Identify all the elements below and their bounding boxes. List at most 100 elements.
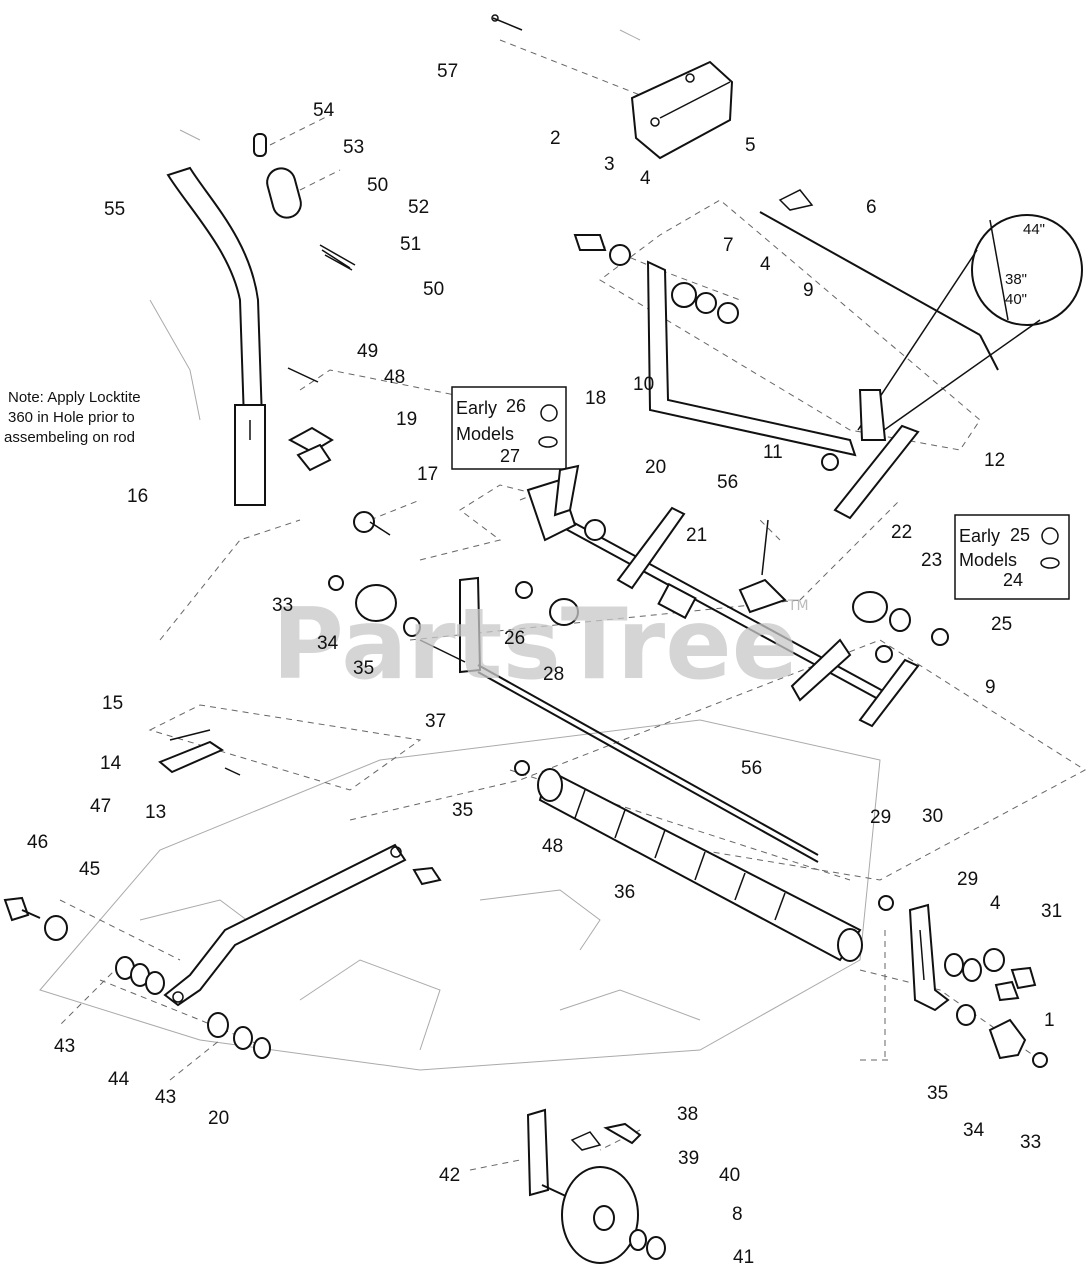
callout: 7 — [723, 235, 734, 256]
callout: 53 — [343, 137, 364, 158]
early-label-a: Early — [456, 398, 497, 418]
callout: 29 — [957, 869, 978, 890]
callout: 35 — [927, 1083, 948, 1104]
callout: 4 — [760, 254, 771, 275]
callout: 8 — [732, 1204, 743, 1225]
early-models-box-a: Early Models 26 27 — [451, 386, 567, 470]
box-b-num-top: 25 — [1010, 525, 1030, 545]
callout: 13 — [145, 802, 166, 823]
callout: 35 — [353, 658, 374, 679]
callout: 39 — [678, 1148, 699, 1169]
cotter-pin — [778, 189, 814, 211]
right-bracket-assembly — [878, 895, 1048, 1068]
callout: 56 — [717, 472, 738, 493]
detail-label-38: 38" — [1005, 271, 1027, 288]
watermark: PartsTree TM — [272, 588, 809, 702]
wheel-assembly — [526, 1108, 666, 1264]
callout: 25 — [991, 614, 1012, 635]
callout: 56 — [741, 758, 762, 779]
callout: 22 — [891, 522, 912, 543]
callout: 17 — [417, 464, 438, 485]
models-label-b: Models — [959, 550, 1017, 570]
bushings-right — [852, 591, 949, 663]
callout: 48 — [542, 836, 563, 857]
callout: 11 — [763, 442, 783, 463]
lower-shaft-assembly — [419, 576, 819, 863]
note-line-3: assembeling on rod — [4, 429, 135, 446]
callout: 42 — [439, 1165, 460, 1186]
callout: 19 — [396, 409, 417, 430]
box-a-num-bottom: 27 — [500, 446, 520, 466]
watermark-trademark: TM — [787, 598, 809, 614]
callout: 46 — [27, 832, 48, 853]
callout: 33 — [1020, 1132, 1041, 1153]
callout: 9 — [803, 280, 814, 301]
detail-label-44: 44" — [1023, 221, 1045, 238]
callout: 34 — [317, 633, 339, 654]
callout: 54 — [313, 100, 335, 121]
callout: 33 — [272, 595, 293, 616]
callout-numbers: 57 54 53 2 3 4 5 55 50 52 6 51 7 4 9 50 … — [27, 61, 1062, 1268]
detail-circle-labels: 44" 38" 40" — [1005, 221, 1045, 308]
callout: 37 — [425, 711, 446, 732]
mount-bracket-10 — [573, 234, 887, 457]
box-a-num-top: 26 — [506, 396, 526, 416]
callout: 51 — [400, 234, 421, 255]
callout: 38 — [677, 1104, 698, 1125]
callout: 45 — [79, 859, 100, 880]
small-parts-upper-left — [253, 133, 356, 472]
callout: 41 — [733, 1247, 754, 1268]
callout: 9 — [985, 677, 996, 698]
deck-ghost-outline — [39, 29, 881, 1071]
callout: 35 — [452, 800, 473, 821]
callout: 43 — [155, 1087, 176, 1108]
callout: 14 — [100, 753, 122, 774]
note-line-2: 360 in Hole prior to — [8, 409, 135, 426]
callout: 23 — [921, 550, 942, 571]
bushings-left — [328, 575, 579, 637]
callout: 44 — [108, 1069, 130, 1090]
note-line-1: Note: Apply Locktite — [8, 389, 141, 406]
callout: 26 — [504, 628, 525, 649]
callout: 31 — [1041, 901, 1062, 922]
washer-stack-left — [3, 896, 271, 1059]
locktite-note: Note: Apply Locktite 360 in Hole prior t… — [4, 389, 141, 446]
handle-part — [166, 166, 266, 506]
callout: 20 — [645, 457, 666, 478]
callout: 15 — [102, 693, 123, 714]
early-label-b: Early — [959, 526, 1000, 546]
callout: 1 — [1044, 1010, 1055, 1031]
callout: 29 — [870, 807, 891, 828]
callout: 21 — [686, 525, 707, 546]
rod-6 — [759, 211, 999, 371]
callout: 30 — [922, 806, 943, 827]
callout: 16 — [127, 486, 148, 507]
callout: 52 — [408, 197, 429, 218]
callout: 10 — [633, 374, 654, 395]
callout: 6 — [866, 197, 877, 218]
callout: 47 — [90, 796, 111, 817]
callout: 43 — [54, 1036, 75, 1057]
early-models-box-b: Early Models 25 24 — [954, 514, 1070, 600]
callout: 3 — [604, 154, 615, 175]
callout: 36 — [614, 882, 635, 903]
plate-13 — [158, 729, 241, 776]
callout: 28 — [543, 664, 564, 685]
box-b-num-bottom: 24 — [1003, 570, 1023, 590]
watermark-text: PartsTree — [272, 588, 798, 702]
upper-shaft-assembly — [353, 464, 920, 728]
callout: 50 — [367, 175, 388, 196]
callout: 5 — [745, 135, 756, 156]
bracket-part — [630, 60, 734, 160]
pin-57 — [491, 14, 523, 31]
callout: 40 — [719, 1165, 740, 1186]
callout: 48 — [384, 367, 405, 388]
arm-12 — [821, 424, 920, 520]
callout: 55 — [104, 199, 125, 220]
callout: 49 — [357, 341, 378, 362]
detail-label-40: 40" — [1005, 291, 1027, 308]
callout: 50 — [423, 279, 444, 300]
callout: 2 — [550, 128, 561, 149]
detail-circle — [857, 214, 1083, 441]
